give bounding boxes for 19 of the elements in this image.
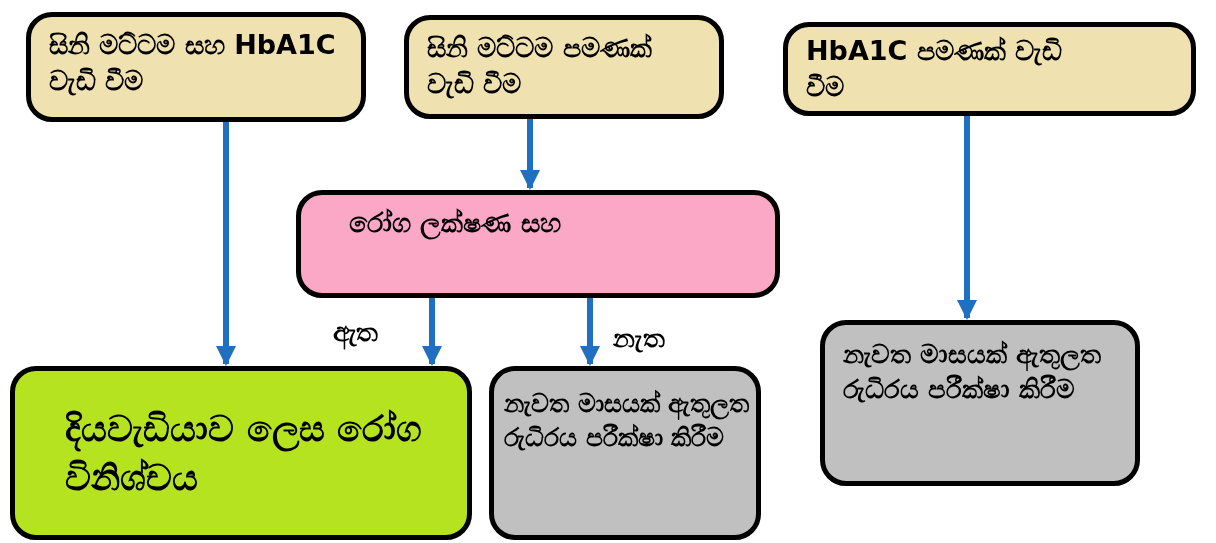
arrow xyxy=(519,119,541,191)
box-text: දියවැඩියාව ලෙස රෝග විනිශ්චය xyxy=(65,407,424,500)
box-text: HbA1C පමණක් වැඩි වීම xyxy=(806,34,1064,105)
arrow xyxy=(956,116,978,321)
arrow xyxy=(421,298,443,367)
process-box xyxy=(820,320,1140,486)
process-box xyxy=(404,15,724,119)
box-text: නැවත මාසයක් ඇතුලත රුධිරය පරීක්ෂා කිරීම xyxy=(843,338,1103,407)
process-box xyxy=(489,366,761,540)
arrow xyxy=(215,122,237,367)
box-text: නැවත මාසයක් ඇතුලත රුධිරය පරීක්ෂා කිරීම xyxy=(504,388,751,454)
process-box xyxy=(296,190,780,298)
box-text: රෝග ලක්ෂණ සහ xyxy=(349,206,562,242)
box-text: සිනි මට්ටම සහ HbA1C වැඩි වීම xyxy=(49,28,337,99)
process-box xyxy=(26,12,366,122)
arrow xyxy=(579,298,601,367)
box-text: සිනි මට්ටම පමණක් වැඩි වීම xyxy=(427,31,653,102)
process-box xyxy=(10,366,472,540)
process-box xyxy=(783,22,1196,116)
